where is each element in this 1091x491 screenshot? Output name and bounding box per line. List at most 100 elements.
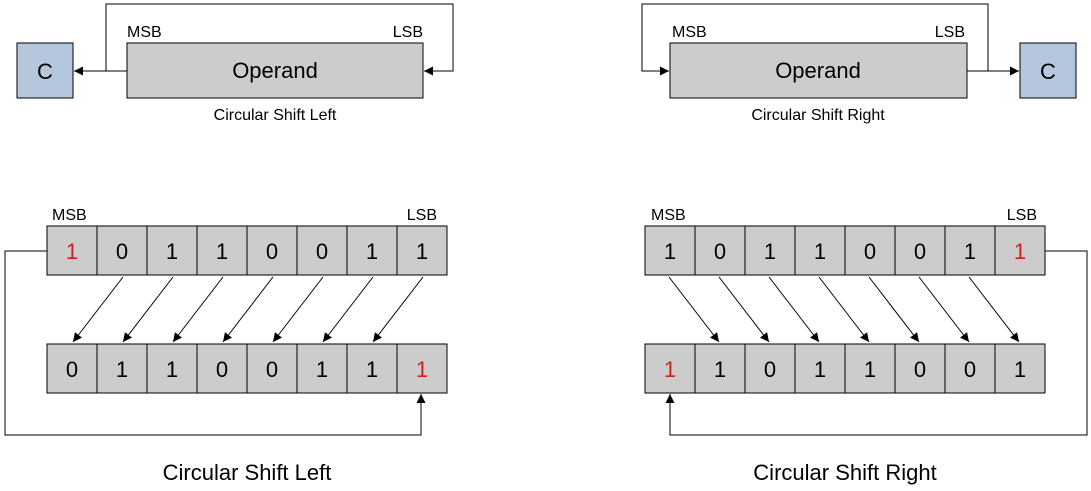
msb-label-top-left: MSB <box>127 24 162 41</box>
right-before-cell-6 <box>944 225 996 276</box>
left-before-bit-1: 0 <box>116 239 128 264</box>
right-before-bit-7: 1 <box>1014 239 1026 264</box>
operand-label-right: Operand <box>775 58 861 83</box>
right-shift-arrow-0 <box>668 276 720 343</box>
bit-shift-arrows-right <box>668 276 1020 343</box>
left-after-bit-2: 1 <box>166 357 178 382</box>
right-before-bit-2: 1 <box>764 239 776 264</box>
right-shift-arrow-6 <box>968 276 1020 343</box>
left-before-cell-6 <box>346 225 398 276</box>
left-after-bit-3: 0 <box>216 357 228 382</box>
register-after-left: 0 1 1 0 0 1 1 1 <box>46 343 448 394</box>
operand-label-left: Operand <box>232 58 318 83</box>
left-before-cell-4 <box>246 225 298 276</box>
rotate-loop-arrow-right <box>641 3 989 76</box>
left-shift-arrow-2 <box>172 276 224 343</box>
right-after-cell-1 <box>694 343 746 394</box>
lsb-label-bottom-right: LSB <box>1007 207 1037 224</box>
right-before-bit-0: 1 <box>664 239 676 264</box>
right-shift-arrow-4 <box>868 276 920 343</box>
right-before-bit-3: 1 <box>814 239 826 264</box>
carry-box-right <box>1019 42 1077 99</box>
left-before-cell-7 <box>396 225 448 276</box>
right-after-bit-1: 1 <box>714 357 726 382</box>
right-before-cell-3 <box>794 225 846 276</box>
wraparound-arrow-left <box>4 250 426 436</box>
left-before-bit-4: 0 <box>266 239 278 264</box>
right-before-cell-4 <box>844 225 896 276</box>
right-shift-arrow-2 <box>768 276 820 343</box>
msb-label-bottom-left: MSB <box>52 207 87 224</box>
caption-top-right: Circular Shift Right <box>751 107 885 124</box>
caption-top-left: Circular Shift Left <box>214 107 337 124</box>
operand-box-left <box>126 42 424 99</box>
register-before-left: 1 0 1 1 0 0 1 1 <box>46 225 448 276</box>
right-before-bit-5: 0 <box>914 239 926 264</box>
left-after-cell-0 <box>46 343 98 394</box>
right-after-cell-5 <box>894 343 946 394</box>
right-after-bit-2: 0 <box>764 357 776 382</box>
lsb-label-top-right: LSB <box>935 24 965 41</box>
right-before-cell-7 <box>994 225 1046 276</box>
left-after-cell-5 <box>296 343 348 394</box>
right-after-cell-2 <box>744 343 796 394</box>
msb-label-bottom-right: MSB <box>651 207 686 224</box>
carry-box-left <box>16 42 74 99</box>
left-shift-arrow-5 <box>322 276 374 343</box>
right-after-bit-7: 1 <box>1014 357 1026 382</box>
left-shift-arrow-6 <box>372 276 424 343</box>
left-before-bit-3: 1 <box>216 239 228 264</box>
operand-box-right <box>669 42 968 99</box>
wraparound-arrow-right <box>665 250 1088 436</box>
left-shift-arrow-4 <box>272 276 324 343</box>
caption-bottom-left: Circular Shift Left <box>163 460 332 485</box>
right-after-cell-7 <box>994 343 1046 394</box>
lsb-label-bottom-left: LSB <box>407 207 437 224</box>
left-before-bit-6: 1 <box>366 239 378 264</box>
register-before-right: 1 0 1 1 0 0 1 1 <box>644 225 1046 276</box>
left-after-bit-0: 0 <box>66 357 78 382</box>
left-after-cell-1 <box>96 343 148 394</box>
right-after-bit-5: 0 <box>914 357 926 382</box>
left-before-bit-2: 1 <box>166 239 178 264</box>
left-before-bit-7: 1 <box>416 239 428 264</box>
right-before-bit-1: 0 <box>714 239 726 264</box>
caption-bottom-right: Circular Shift Right <box>753 460 936 485</box>
carry-label-right: C <box>1040 59 1056 84</box>
left-before-bit-0: 1 <box>66 239 78 264</box>
right-before-bit-4: 0 <box>864 239 876 264</box>
right-after-bit-4: 1 <box>864 357 876 382</box>
left-after-cell-7 <box>396 343 448 394</box>
left-shift-arrow-3 <box>222 276 274 343</box>
left-shift-arrow-0 <box>72 276 124 343</box>
bit-shift-arrows-left <box>72 276 424 343</box>
left-after-bit-4: 0 <box>266 357 278 382</box>
left-after-bit-5: 1 <box>316 357 328 382</box>
lsb-label-top-left: LSB <box>393 24 423 41</box>
right-shift-arrow-5 <box>918 276 970 343</box>
left-after-bit-7: 1 <box>416 357 428 382</box>
right-before-cell-5 <box>894 225 946 276</box>
left-before-cell-5 <box>296 225 348 276</box>
right-after-cell-3 <box>794 343 846 394</box>
left-before-bit-5: 0 <box>316 239 328 264</box>
right-shift-arrow-3 <box>818 276 870 343</box>
right-before-bit-6: 1 <box>964 239 976 264</box>
left-after-bit-6: 1 <box>366 357 378 382</box>
right-after-bit-0: 1 <box>664 357 676 382</box>
msb-label-top-right: MSB <box>672 24 707 41</box>
top-left-shift-block: C Operand MSB LSB Circular Shift Left <box>16 3 454 124</box>
carry-label-left: C <box>37 59 53 84</box>
right-after-cell-6 <box>944 343 996 394</box>
left-before-cell-1 <box>96 225 148 276</box>
left-after-bit-1: 1 <box>116 357 128 382</box>
left-shift-arrow-1 <box>122 276 174 343</box>
right-before-cell-0 <box>644 225 696 276</box>
left-after-cell-6 <box>346 343 398 394</box>
right-after-bit-3: 1 <box>814 357 826 382</box>
right-before-cell-1 <box>694 225 746 276</box>
rotate-loop-arrow-left <box>105 3 454 76</box>
right-shift-arrow-1 <box>718 276 770 343</box>
